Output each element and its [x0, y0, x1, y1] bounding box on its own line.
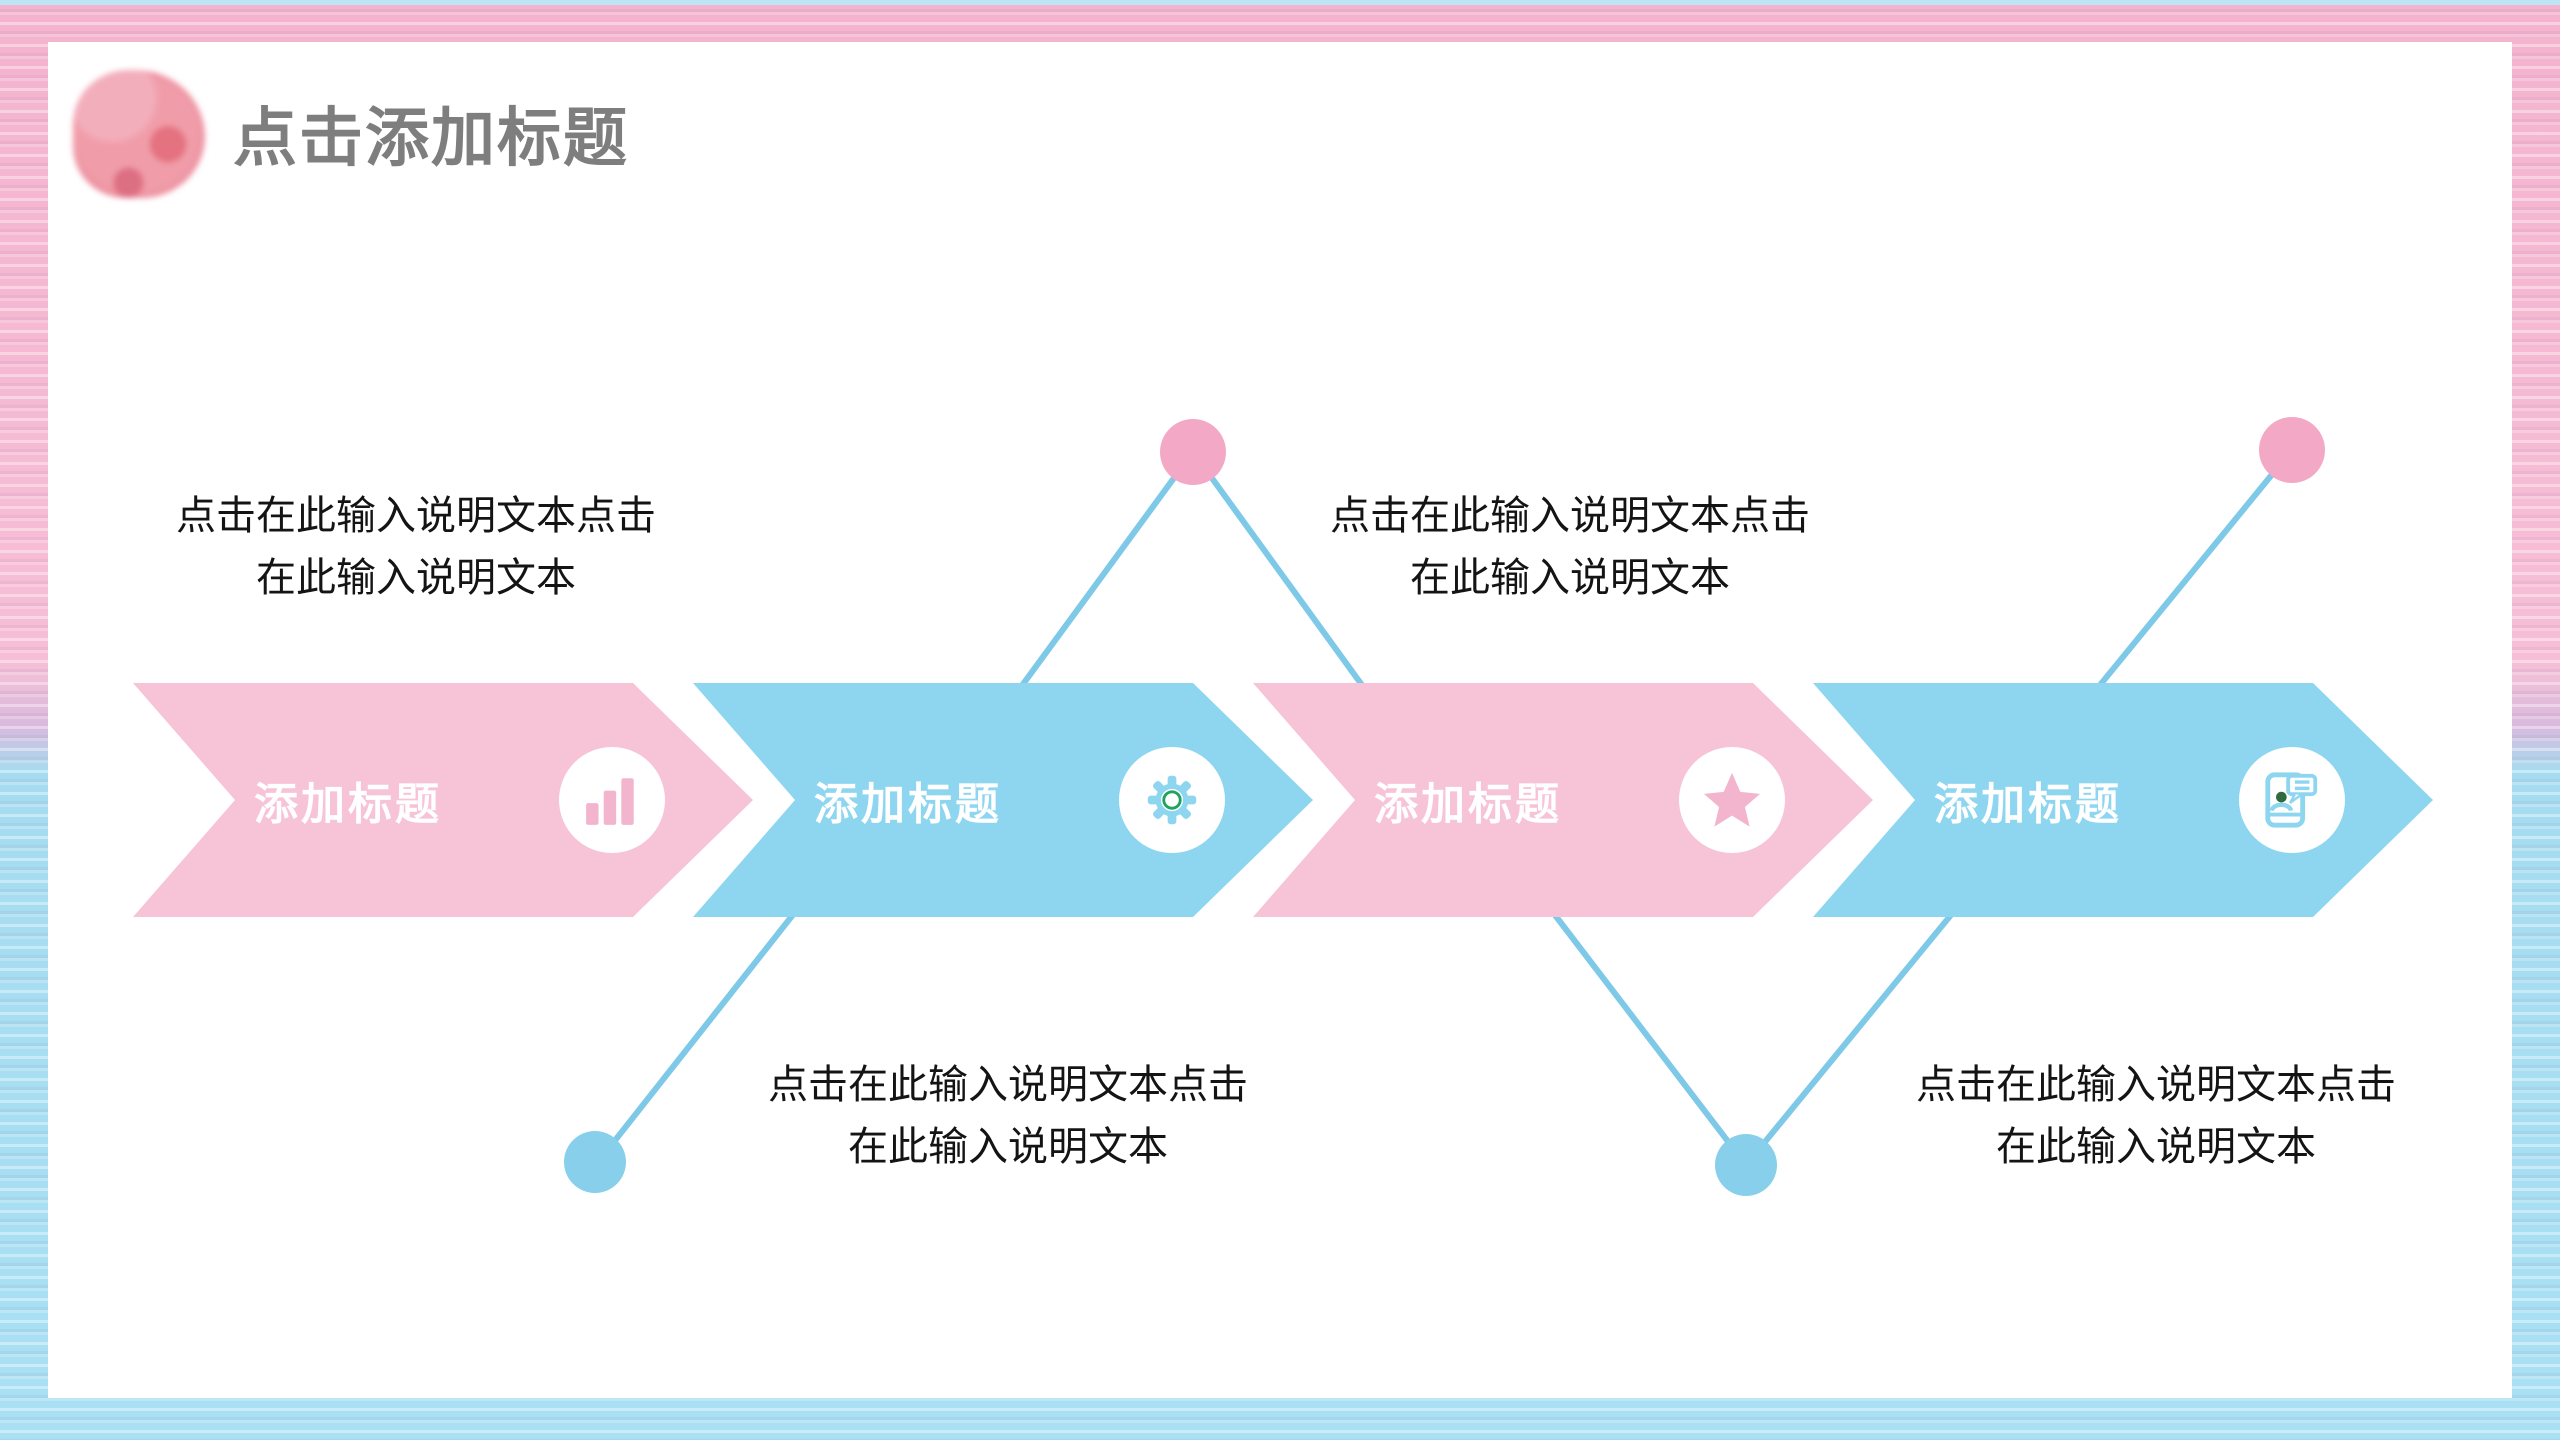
slide-content-area: 点击添加标题 点击在此输入说明文本点击 在此输入说明文本 点击在此输入说明文本点…	[48, 42, 2512, 1398]
pig-logo	[73, 70, 205, 198]
step-chevron-4[interactable]: 添加标题	[1813, 683, 2433, 917]
description-line: 点击在此输入说明文本点击	[768, 1063, 1248, 1107]
description-block-2[interactable]: 点击在此输入说明文本点击 在此输入说明文本	[1320, 485, 1820, 609]
star-icon	[1679, 747, 1785, 853]
description-line: 在此输入说明文本	[848, 1125, 1168, 1169]
description-block-3[interactable]: 点击在此输入说明文本点击 在此输入说明文本	[758, 1054, 1258, 1178]
timeline-dot-blue-bottom-1	[564, 1131, 626, 1193]
description-line: 点击在此输入说明文本点击	[176, 494, 656, 538]
connector-line	[2075, 447, 2295, 715]
step-label[interactable]: 添加标题	[254, 780, 442, 829]
timeline-dot-pink-top-2	[2259, 417, 2325, 483]
phone-contact-chat-icon	[2239, 747, 2345, 853]
connector-line	[1743, 879, 1981, 1168]
description-line: 在此输入说明文本	[1410, 556, 1730, 600]
timeline-dot-pink-top-1	[1160, 419, 1226, 485]
step-chevron-3[interactable]: 添加标题	[1253, 683, 1873, 917]
frame-top-blue-sliver	[0, 0, 2560, 5]
connector-lines	[595, 447, 2295, 1168]
description-line: 点击在此输入说明文本点击	[1330, 494, 1810, 538]
step-chevron-1[interactable]: 添加标题	[133, 683, 753, 917]
step-label[interactable]: 添加标题	[1374, 780, 1562, 829]
step-label[interactable]: 添加标题	[814, 780, 1002, 829]
step-chevron-2[interactable]: 添加标题	[693, 683, 1313, 917]
description-line: 点击在此输入说明文本点击	[1916, 1063, 2396, 1107]
timeline-dot-blue-bottom-2	[1715, 1134, 1777, 1196]
description-line: 在此输入说明文本	[256, 556, 576, 600]
step-label[interactable]: 添加标题	[1934, 780, 2122, 829]
description-line: 在此输入说明文本	[1996, 1125, 2316, 1169]
connector-line	[595, 899, 806, 1165]
bar-chart-icon	[559, 747, 665, 853]
page-title[interactable]: 点击添加标题	[233, 102, 629, 174]
description-block-4[interactable]: 点击在此输入说明文本点击 在此输入说明文本	[1906, 1054, 2406, 1178]
connector-line	[1542, 899, 1749, 1168]
gear-icon	[1119, 747, 1225, 853]
description-block-1[interactable]: 点击在此输入说明文本点击 在此输入说明文本	[166, 485, 666, 609]
